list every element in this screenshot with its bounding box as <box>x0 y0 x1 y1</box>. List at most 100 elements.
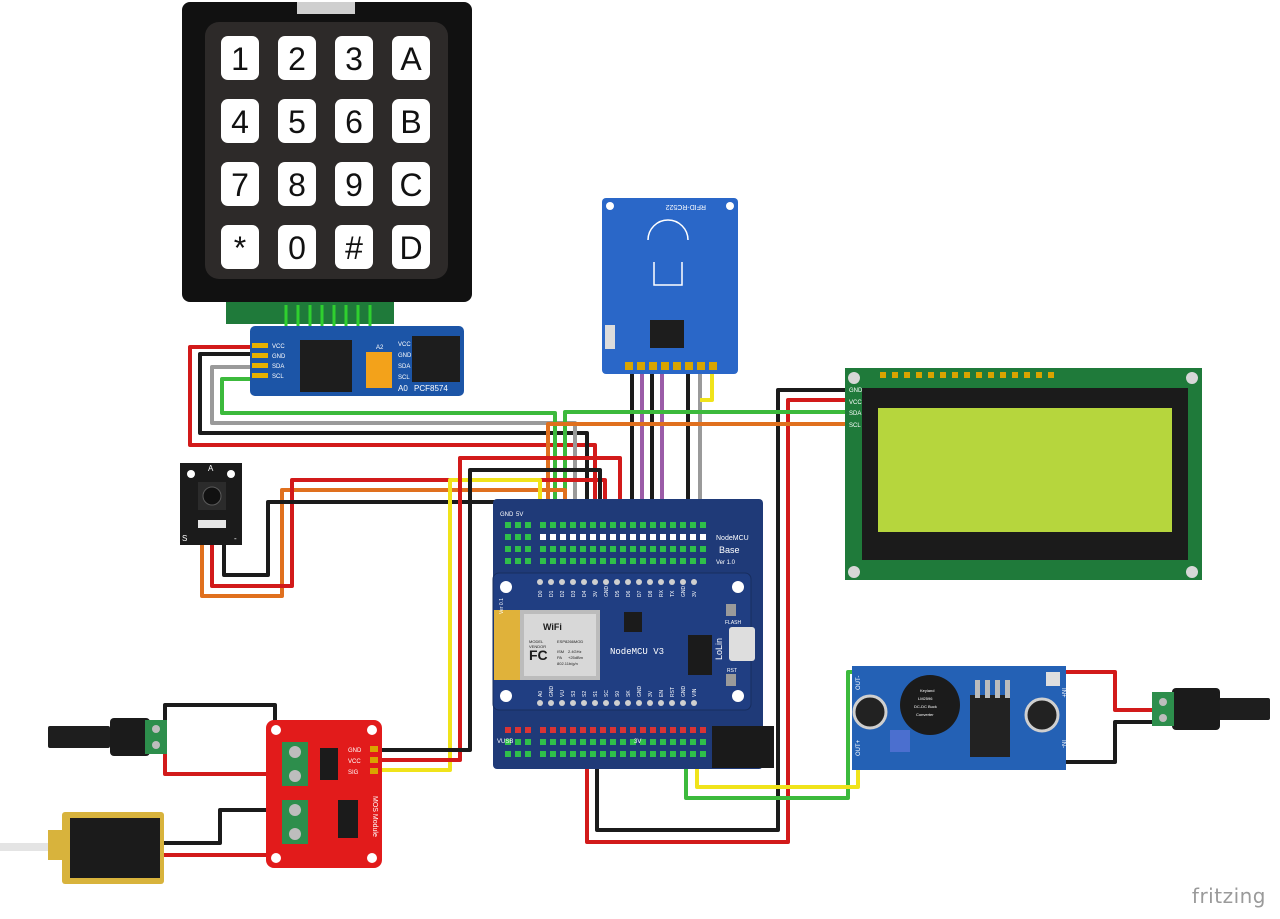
buck-chip-text: Keyland <box>920 688 934 693</box>
pin-header <box>680 558 686 564</box>
ver-label: Ver 0.1 <box>499 598 505 614</box>
pin-header <box>515 751 521 757</box>
wires <box>160 345 1160 857</box>
pin-header <box>550 739 556 745</box>
pin-header <box>600 534 606 540</box>
pin-header <box>650 558 656 564</box>
pin-header <box>570 727 576 733</box>
pin-header <box>515 546 521 552</box>
pin-hole <box>537 579 543 585</box>
pa-label: PA <box>557 655 562 660</box>
pin-header <box>550 727 556 733</box>
pin-header <box>525 558 531 564</box>
pin-header <box>690 558 696 564</box>
nodemcu-pin-label: S0 <box>615 691 621 697</box>
pin-header <box>640 751 646 757</box>
keypad-key[interactable] <box>278 225 316 269</box>
wire-lcd-gnd <box>595 388 845 832</box>
keypad-key[interactable] <box>221 99 259 143</box>
keypad-key[interactable] <box>278 162 316 206</box>
pin-header <box>570 546 576 552</box>
pcf-a0-label: A0 <box>398 384 408 393</box>
pin-header <box>680 534 686 540</box>
pin-hole <box>581 700 587 706</box>
pin-header <box>560 739 566 745</box>
keypad-key[interactable] <box>392 162 430 206</box>
lcd-pin-label: GND <box>849 388 863 394</box>
keypad-key-label: A <box>400 41 422 77</box>
pin-header <box>640 546 646 552</box>
button-label-s: S <box>182 534 187 543</box>
pin-header <box>580 751 586 757</box>
keypad-key-label: 2 <box>288 41 306 77</box>
pin-header <box>570 534 576 540</box>
pin-header <box>620 727 626 733</box>
pin-hole <box>570 700 576 706</box>
pin-header <box>570 558 576 564</box>
wire-pcf-gnd <box>198 352 589 530</box>
pin-header <box>540 739 546 745</box>
keypad-key-label: 9 <box>345 167 363 203</box>
pin-header <box>620 751 626 757</box>
keypad-key[interactable] <box>278 99 316 143</box>
pin-header <box>550 534 556 540</box>
nodemcu-pin-label: GND <box>637 686 643 698</box>
pin-header <box>630 522 636 528</box>
keypad-key[interactable] <box>221 225 259 269</box>
keypad-key[interactable] <box>278 36 316 80</box>
pin-hole <box>647 579 653 585</box>
nodemcu-pin-label: EN <box>659 690 665 697</box>
pin-hole <box>647 700 653 706</box>
pin-header <box>590 558 596 564</box>
pin-header <box>580 739 586 745</box>
lcd-20x4-display: GND VCC SDA SCL <box>845 368 1202 580</box>
nodemcu-pin-label: S3 <box>571 691 577 697</box>
pcf-a2-label: A2 <box>376 345 384 351</box>
keypad-key[interactable] <box>335 36 373 80</box>
pin-header <box>505 546 511 552</box>
pin-header <box>550 558 556 564</box>
keypad-key[interactable] <box>221 36 259 80</box>
nodemcu-pin-label: GND <box>549 686 555 698</box>
pcf-pin-label: SDA <box>272 364 284 370</box>
wire-pcf-scl <box>220 377 557 530</box>
pin-hole <box>680 579 686 585</box>
pin-header <box>580 522 586 528</box>
pin-header <box>560 534 566 540</box>
nodemcu-pin-label: GND <box>681 586 687 598</box>
pin-header <box>640 739 646 745</box>
model-label: MODEL <box>529 639 544 644</box>
pin-hole <box>581 579 587 585</box>
pin-header <box>660 751 666 757</box>
buck-chip-text: DC-DC Buck <box>914 704 937 709</box>
power-label: +25dBm <box>568 655 584 660</box>
base-gnd-label: GND <box>500 512 514 518</box>
keypad-key-label: B <box>400 104 421 140</box>
keypad-key[interactable] <box>335 225 373 269</box>
pin-header <box>630 546 636 552</box>
base-subtitle: Base <box>719 545 740 555</box>
keypad-key-label: C <box>399 167 422 203</box>
keypad-key[interactable] <box>221 162 259 206</box>
keypad-key[interactable] <box>392 36 430 80</box>
pin-header <box>620 558 626 564</box>
pcf-pin-label: SCL <box>398 375 410 381</box>
pin-hole <box>548 700 554 706</box>
pin-header <box>680 546 686 552</box>
keypad-key[interactable] <box>392 225 430 269</box>
pin-header <box>660 727 666 733</box>
keypad-key[interactable] <box>335 99 373 143</box>
pin-header <box>590 546 596 552</box>
keypad-key-label: 8 <box>288 167 306 203</box>
pin-header <box>610 534 616 540</box>
nodemcu-pin-label: S2 <box>582 691 588 697</box>
wire-rfid-7 <box>700 370 714 402</box>
push-button-module: A S - <box>180 463 242 545</box>
keypad-key[interactable] <box>335 162 373 206</box>
pin-header <box>660 534 666 540</box>
pin-header <box>515 739 521 745</box>
keypad-key[interactable] <box>392 99 430 143</box>
pin-header <box>580 546 586 552</box>
nodemcu-pin-label: SC <box>604 690 610 697</box>
pin-header <box>620 546 626 552</box>
